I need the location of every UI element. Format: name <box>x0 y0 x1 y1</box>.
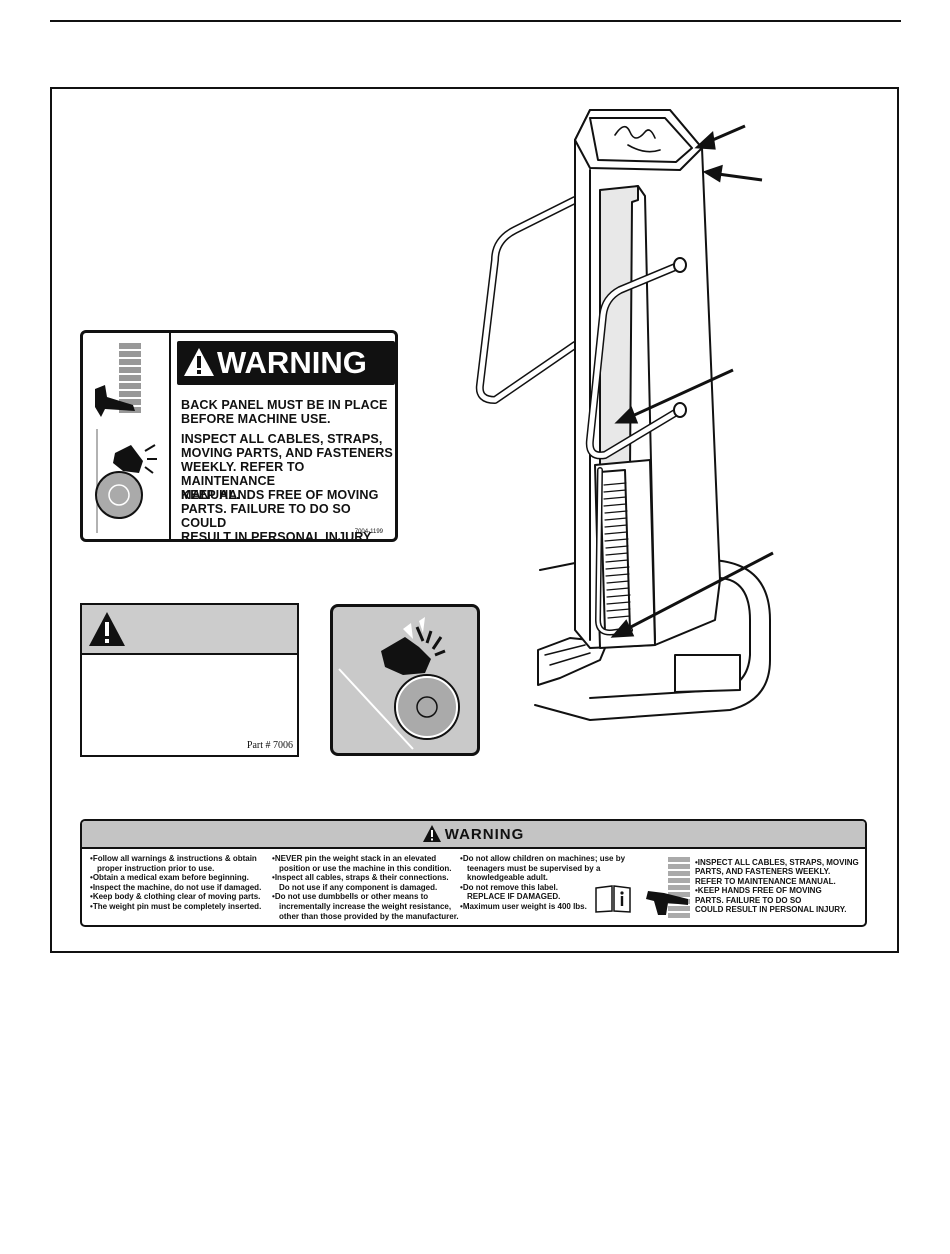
decal-bullet: Do not remove this label. REPLACE IF DAM… <box>460 883 640 902</box>
hand-pinch-icon <box>646 857 690 918</box>
caution-label: Part # 7006 <box>80 603 299 757</box>
decal-heading: WARNING <box>82 825 865 843</box>
warning-triangle-icon <box>184 348 214 376</box>
caution-part-number: Part # 7006 <box>246 740 293 751</box>
warning-decal: WARNING Follow all warnings & instructio… <box>80 819 867 927</box>
decal-banner: WARNING <box>82 821 865 849</box>
weight-machine-illustration <box>475 109 774 721</box>
decal-column-3: Do not allow children on machines; use b… <box>460 854 640 912</box>
label-part-number: 7004-1199 <box>354 529 383 535</box>
decal-bullet: Inspect all cables, straps & their conne… <box>272 873 464 892</box>
decal-heading-text: WARNING <box>444 826 525 843</box>
caution-banner <box>82 605 297 655</box>
decal-bullet: Inspect the machine, do not use if damag… <box>90 883 280 893</box>
decal-bullet: NEVER pin the weight stack in an elevate… <box>272 854 464 873</box>
back-panel-warning-label: WARNING BACK PANEL MUST BE IN PLACE BEFO… <box>80 330 398 544</box>
warning-triangle-icon <box>89 612 125 646</box>
header-rule <box>50 20 901 22</box>
decal-bullet: The weight pin must be completely insert… <box>90 902 280 912</box>
label-text-column: WARNING BACK PANEL MUST BE IN PLACE BEFO… <box>171 333 395 544</box>
decal-column-1: Follow all warnings & instructions & obt… <box>90 854 280 912</box>
label-pictogram-column <box>83 333 171 539</box>
warning-triangle-icon <box>422 825 441 842</box>
decal-bullet: Do not allow children on machines; use b… <box>460 854 640 883</box>
label-paragraph-1: BACK PANEL MUST BE IN PLACE BEFORE MACHI… <box>181 398 388 426</box>
label-paragraph-3: KEEP HANDS FREE OF MOVING PARTS. FAILURE… <box>181 488 379 544</box>
decal-bullet: Do not use dumbbells or other means to i… <box>272 892 464 921</box>
warning-banner: WARNING <box>177 341 395 385</box>
figure-frame <box>50 87 899 953</box>
decal-column-2: NEVER pin the weight stack in an elevate… <box>272 854 464 921</box>
pinch-roller-icon <box>338 617 460 750</box>
decal-bullet: Maximum user weight is 400 lbs. <box>460 902 640 912</box>
label-paragraph-2: INSPECT ALL CABLES, STRAPS, MOVING PARTS… <box>181 432 393 502</box>
pinch-hazard-label <box>330 604 480 756</box>
hand-pinch-icon <box>95 343 157 533</box>
decal-column-4: •INSPECT ALL CABLES, STRAPS, MOVING PART… <box>695 858 859 915</box>
decal-bullet: Follow all warnings & instructions & obt… <box>90 854 280 873</box>
warning-heading: WARNING <box>217 345 367 380</box>
read-manual-icon <box>595 885 631 913</box>
decal-bullet: Obtain a medical exam before beginning. <box>90 873 280 883</box>
decal-bullet: Keep body & clothing clear of moving par… <box>90 892 280 902</box>
